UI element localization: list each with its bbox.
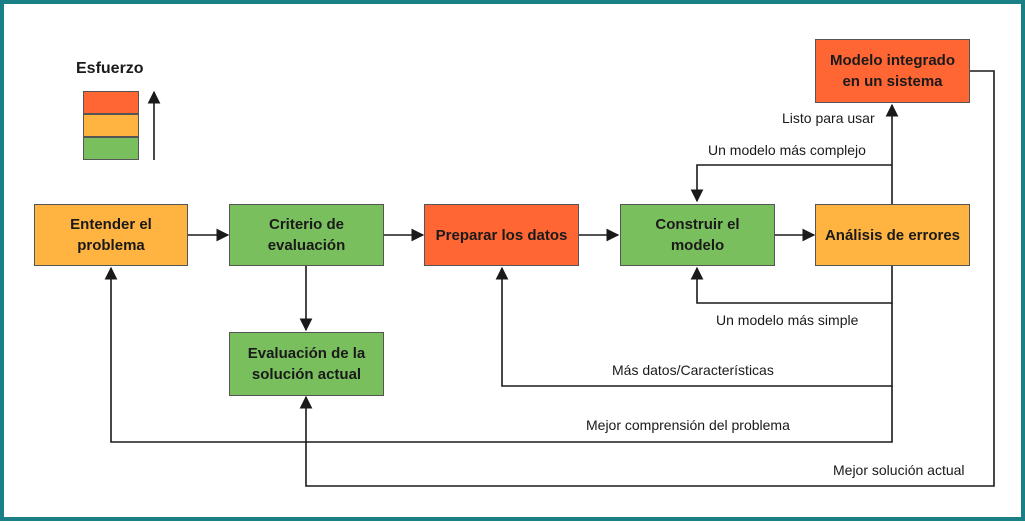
label-mejor-solucion: Mejor solución actual — [833, 462, 965, 478]
node-criterio-evaluacion: Criterio de evaluación — [229, 204, 384, 266]
edge-mas-datos — [495, 266, 893, 387]
label-modelo-simple: Un modelo más simple — [716, 312, 859, 328]
legend-swatch-medium — [83, 114, 139, 137]
node-entender-problema: Entender el problema — [34, 204, 188, 266]
node-modelo-integrado: Modelo integrado en un sistema — [815, 39, 970, 103]
legend-swatch-high — [83, 91, 139, 114]
label-mejor-comprension: Mejor comprensión del problema — [586, 417, 790, 433]
node-preparar-datos: Preparar los datos — [424, 204, 579, 266]
node-construir-modelo: Construir el modelo — [620, 204, 775, 266]
label-mas-datos: Más datos/Características — [612, 362, 774, 378]
edge-modelo-complejo — [690, 164, 892, 203]
edge-mejor-solucion — [299, 70, 995, 487]
legend-title: Esfuerzo — [76, 60, 144, 77]
edge-modelo-simple — [690, 266, 893, 304]
node-analisis-errores: Análisis de errores — [815, 204, 970, 266]
edge-mejor-comprension — [104, 266, 893, 443]
label-listo-para-usar: Listo para usar — [782, 110, 875, 126]
node-evaluacion-solucion-actual: Evaluación de la solución actual — [229, 332, 384, 396]
legend-swatch-low — [83, 137, 139, 160]
connectors-layer — [104, 70, 995, 487]
label-modelo-complejo: Un modelo más complejo — [708, 142, 866, 158]
